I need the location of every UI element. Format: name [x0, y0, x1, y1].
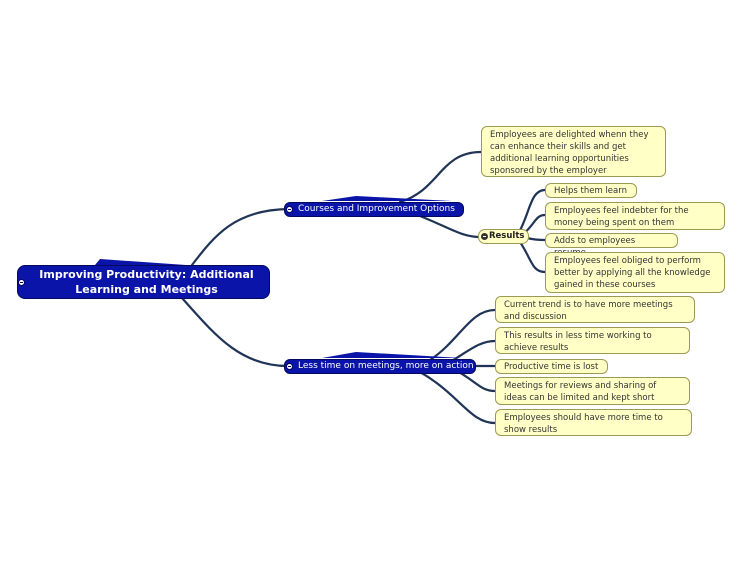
subtopic-current-trend[interactable]: Current trend is to have more meetings a…	[495, 296, 695, 323]
subtopic-short-meetings[interactable]: Meetings for reviews and sharing of idea…	[495, 377, 690, 405]
subtopic-results[interactable]: Results	[478, 229, 529, 244]
link-courses-delight	[398, 150, 483, 204]
root-tab	[95, 259, 186, 265]
courses-collapse-icon[interactable]	[286, 206, 293, 213]
link-meetings-trend	[428, 308, 497, 362]
link-results-obliged	[518, 240, 547, 274]
topic-meetings[interactable]: Less time on meetings, more on action	[284, 359, 476, 374]
subtopic-less-working[interactable]: This results in less time working to ach…	[495, 327, 690, 354]
link-meetings-show	[418, 370, 497, 425]
link-results-learn	[516, 188, 547, 236]
results-collapse-icon[interactable]	[481, 233, 488, 240]
result-resume[interactable]: Adds to employees resume	[545, 233, 678, 258]
meetings-collapse-icon[interactable]	[286, 363, 293, 370]
root-topic[interactable]: Improving Productivity: Additional Learn…	[17, 265, 270, 299]
meetings-tab	[322, 352, 462, 358]
subtopic-show-results[interactable]: Employees should have more time to show …	[495, 409, 692, 436]
root-collapse-icon[interactable]	[18, 279, 25, 286]
link-root-courses	[190, 207, 290, 267]
link-results-resume	[525, 236, 547, 242]
subtopic-time-lost[interactable]: Productive time is lost	[495, 359, 608, 374]
courses-tab	[322, 196, 452, 201]
result-helps-learn[interactable]: Helps them learn	[545, 183, 637, 198]
link-courses-results	[418, 214, 480, 239]
subtopic-delighted[interactable]: Employees are delighted whenn they can e…	[481, 126, 666, 177]
topic-courses[interactable]: Courses and Improvement Options	[284, 202, 464, 217]
result-indebted[interactable]: Employees feel indebter for the money be…	[545, 202, 725, 230]
link-root-meetings	[180, 296, 290, 368]
result-obliged[interactable]: Employees feel obliged to perform better…	[545, 252, 725, 293]
